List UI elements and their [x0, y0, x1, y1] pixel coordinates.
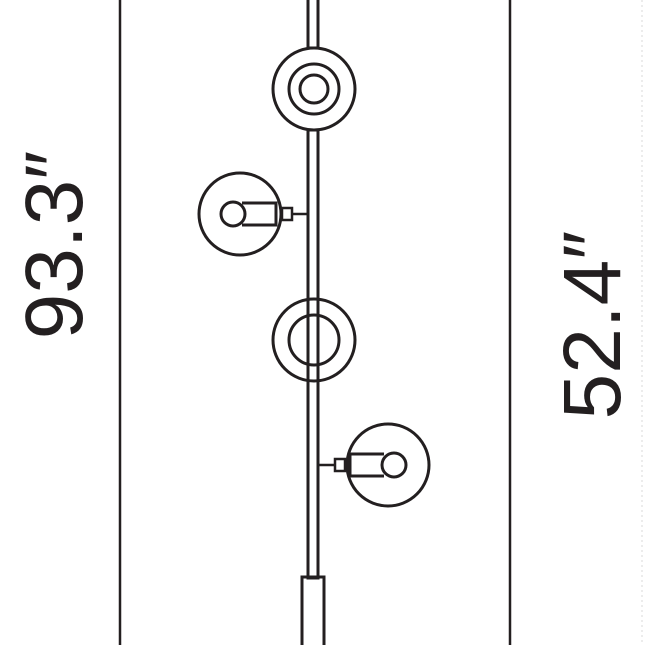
total-height-label: 93.3″ — [9, 151, 100, 340]
lamp-pole — [306, 128, 320, 580]
middle-height-label: 52.4″ — [547, 231, 638, 420]
front-shade-middle — [271, 297, 357, 383]
lamp-top-stem — [306, 0, 320, 50]
lamp-base-post — [300, 575, 326, 645]
right-globe-bulb — [318, 422, 431, 508]
left-globe-bulb — [197, 171, 308, 257]
front-shade-top — [271, 46, 357, 132]
